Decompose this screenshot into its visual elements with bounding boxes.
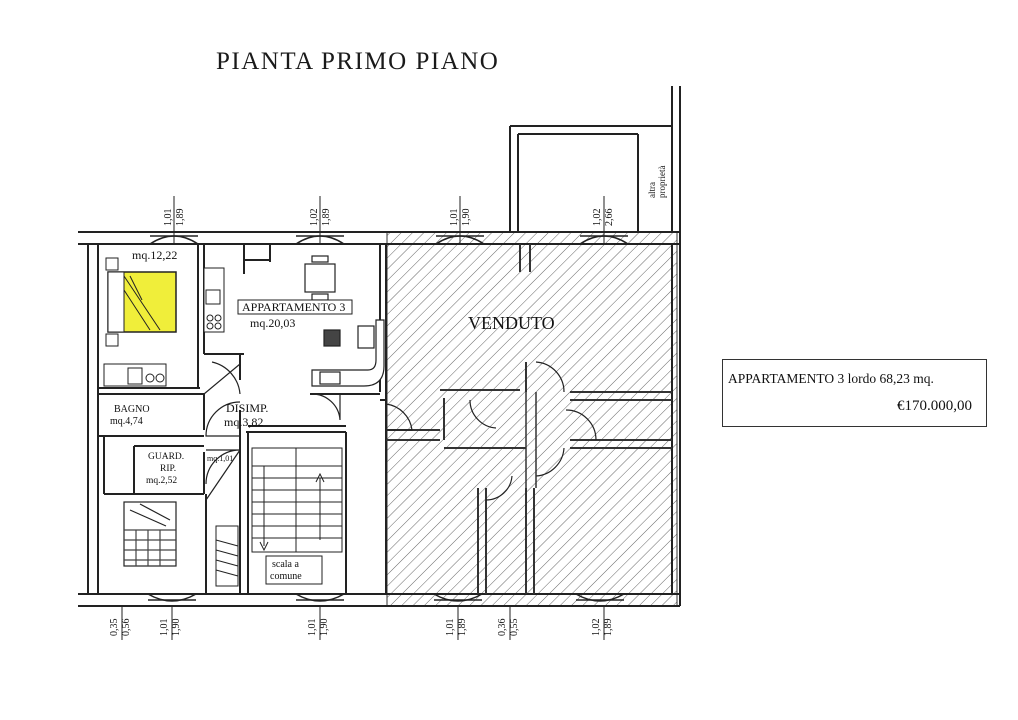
bedroom1-area-label: mq.12,22 bbox=[132, 248, 177, 262]
other-property-label-1: altra bbox=[647, 182, 657, 198]
dim-bottom-6b: 1,89 bbox=[603, 619, 614, 637]
dim-bottom-5b: 0,55 bbox=[509, 619, 520, 637]
dim-bottom-4b: 1,89 bbox=[457, 619, 468, 637]
dim-bottom-1a: 0,35 bbox=[109, 619, 120, 637]
dim-top-2b: 1,89 bbox=[321, 209, 332, 227]
staircase bbox=[251, 447, 343, 585]
sofa-icon bbox=[311, 319, 385, 387]
sold-area-hatch bbox=[386, 231, 678, 607]
guard-name-label: GUARD. bbox=[148, 452, 184, 462]
desk-icon bbox=[103, 363, 167, 387]
wardrobe-icon bbox=[215, 525, 239, 587]
bagno-area-label: mq.4,74 bbox=[110, 416, 143, 427]
apartment-area-label: APPARTAMENTO 3 lordo 68,23 mq. bbox=[728, 371, 934, 386]
guard-area-label: mq.2,52 bbox=[146, 476, 177, 486]
dim-bottom-4a: 1,01 bbox=[445, 619, 456, 637]
bagno-name-label: BAGNO bbox=[114, 404, 150, 415]
stair-label-1: scala a bbox=[272, 559, 299, 570]
page-title: PIANTA PRIMO PIANO bbox=[216, 48, 500, 75]
dim-bottom-3b: 1,90 bbox=[319, 619, 330, 637]
dim-top-4a: 1,02 bbox=[592, 209, 603, 227]
dim-top-2a: 1,02 bbox=[309, 209, 320, 227]
stair-label-2: comune bbox=[270, 571, 302, 582]
living-name-label: APPARTAMENTO 3 bbox=[242, 300, 345, 314]
dim-bottom-3a: 1,01 bbox=[307, 619, 318, 637]
dim-top-4b: 2,66 bbox=[604, 209, 615, 227]
dim-bottom-2a: 1,01 bbox=[159, 619, 170, 637]
sold-area-cross bbox=[525, 392, 537, 488]
dimension-lines bbox=[121, 196, 605, 640]
living-area-label: mq.20,03 bbox=[250, 316, 295, 330]
dim-top-1a: 1,01 bbox=[163, 209, 174, 227]
living-name-box bbox=[237, 299, 353, 315]
sold-label: VENDUTO bbox=[468, 313, 555, 333]
bed-icon-2 bbox=[123, 501, 177, 567]
kitchen-counter-icon bbox=[203, 267, 225, 333]
dining-table-icon bbox=[304, 255, 336, 301]
closet-area-label: mq.1,01 bbox=[207, 454, 233, 463]
dim-bottom-2b: 1,90 bbox=[171, 619, 182, 637]
other-property-label-2: proprietà bbox=[657, 166, 667, 198]
interior-walls bbox=[98, 244, 387, 594]
disimp-area-label: mq.3,82 bbox=[224, 415, 263, 429]
sold-area-walls bbox=[386, 244, 672, 594]
outer-walls bbox=[78, 86, 681, 607]
bed-icon bbox=[105, 257, 177, 347]
dim-top-3a: 1,01 bbox=[449, 209, 460, 227]
disimp-name-label: DISIMP. bbox=[226, 401, 268, 415]
price-info-box: APPARTAMENTO 3 lordo 68,23 mq. €170.000,… bbox=[722, 359, 987, 427]
dim-top-3b: 1,90 bbox=[461, 209, 472, 227]
price-label: €170.000,00 bbox=[897, 398, 972, 414]
dim-bottom-5a: 0,36 bbox=[497, 619, 508, 637]
dim-bottom-1b: 0,56 bbox=[121, 619, 132, 637]
dim-top-1b: 1,89 bbox=[175, 209, 186, 227]
dim-bottom-6a: 1,02 bbox=[591, 619, 602, 637]
guard-name-label-2: RIP. bbox=[160, 464, 176, 474]
doors bbox=[203, 361, 597, 501]
